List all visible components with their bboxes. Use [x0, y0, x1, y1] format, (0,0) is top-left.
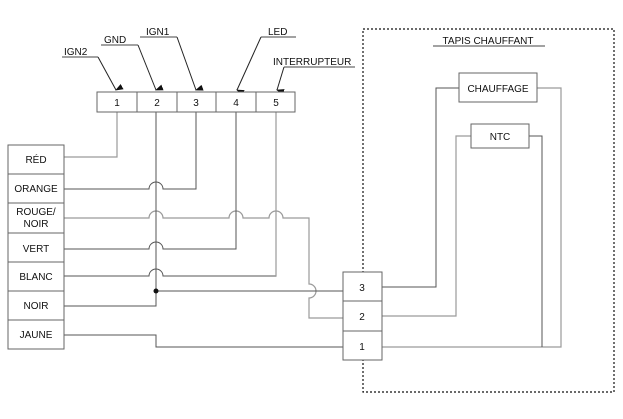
label-orange: ORANGE: [14, 184, 58, 195]
heating-mat-enclosure: [362, 28, 615, 393]
label-rouge-noir-line1: ROUGE/: [16, 207, 56, 218]
wire-jaune: [64, 334, 343, 348]
pin-2: 2: [154, 98, 160, 109]
wire-orange: [64, 112, 197, 190]
label-vert: VERT: [23, 244, 50, 255]
label-noir: NOIR: [24, 301, 49, 312]
pin-5: 5: [273, 98, 279, 109]
ntc-label: NTC: [490, 132, 511, 143]
wire-heater-terminal1: [382, 87, 562, 348]
wire-noir: [64, 112, 157, 307]
pin-1: 1: [114, 98, 120, 109]
wire-color-block: RÉD ORANGE ROUGE/ NOIR VERT BLANC NOIR J…: [7, 144, 65, 350]
pin-label-interrupteur: INTERRUPTEUR: [273, 57, 355, 95]
svg-text:GND: GND: [104, 35, 126, 46]
pin-label-ign2: IGN2: [62, 47, 124, 91]
heater-label: CHAUFFAGE: [467, 84, 528, 95]
wire-terminal3-heater: [382, 87, 459, 288]
wire-vert: [64, 112, 237, 250]
wire-blanc: [64, 112, 277, 277]
label-red: RÉD: [25, 153, 46, 166]
svg-text:IGN2: IGN2: [64, 47, 88, 58]
top-connector: 1 2 3 4 5: [96, 91, 296, 113]
pin-3: 3: [193, 98, 199, 109]
wire-terminal2-ntc: [382, 135, 471, 317]
svg-text:LED: LED: [268, 27, 287, 38]
arrow-icon: [236, 36, 262, 96]
junction-dot: [153, 288, 159, 294]
arrow-icon: [137, 44, 164, 91]
wire-ntc-terminal1: [529, 135, 543, 347]
pin-4: 4: [233, 98, 239, 109]
label-jaune: JAUNE: [20, 330, 53, 341]
terminal-2: 2: [359, 312, 365, 323]
heater-component: CHAUFFAGE: [458, 72, 538, 103]
mat-terminal-block: 3 2 1: [342, 271, 383, 361]
pin-label-gnd: GND: [101, 35, 164, 91]
svg-text:INTERRUPTEUR: INTERRUPTEUR: [273, 57, 351, 68]
label-blanc: BLANC: [19, 272, 52, 283]
svg-text:IGN1: IGN1: [146, 27, 170, 38]
label-rouge-noir-line2: NOIR: [24, 219, 49, 230]
wire-rouge-noir: [64, 210, 343, 319]
terminal-3: 3: [359, 283, 365, 294]
pin-label-led: LED: [236, 27, 296, 96]
wire-red: [64, 112, 118, 158]
ntc-component: NTC: [470, 123, 530, 149]
arrow-icon: [97, 56, 124, 91]
terminal-1: 1: [359, 342, 365, 353]
arrow-icon: [276, 66, 285, 95]
pin-label-ign1: IGN1: [140, 27, 204, 91]
heating-mat-title: TAPIS CHAUFFANT: [443, 36, 534, 47]
arrow-icon: [176, 36, 204, 91]
